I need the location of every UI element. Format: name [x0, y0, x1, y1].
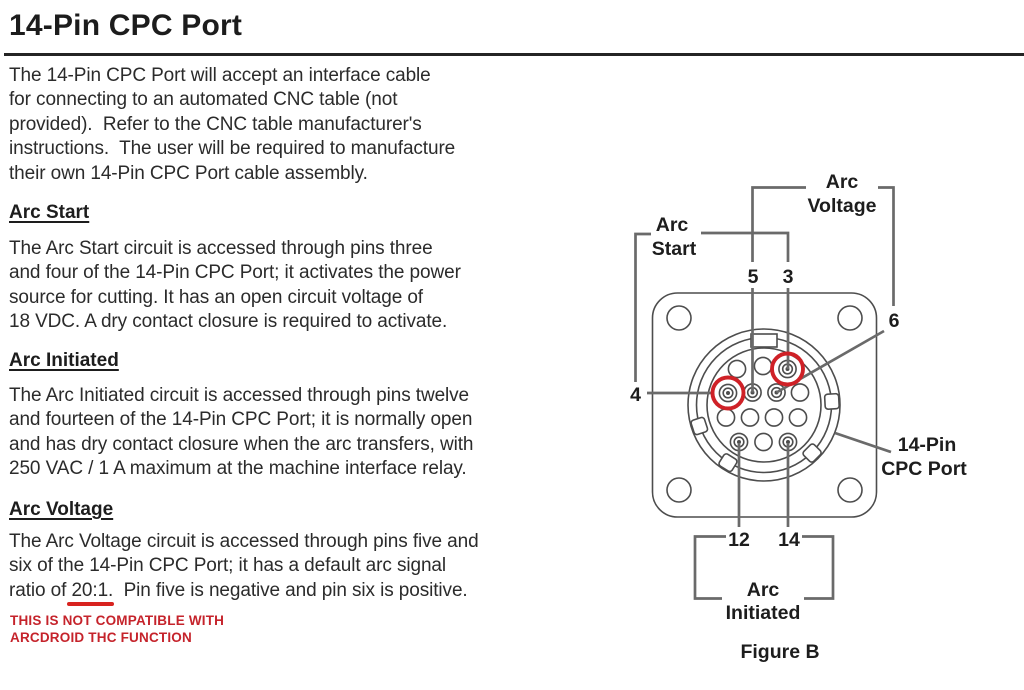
callout-bracket-arc-initiated-left — [693, 535, 726, 600]
pin-plain — [754, 432, 773, 452]
label-arc-voltage-line2: Voltage — [808, 195, 877, 217]
callout-bracket-arc-start-left — [634, 232, 651, 382]
callout-bracket-arc-initiated-right — [802, 535, 835, 600]
keyway-notch — [750, 333, 778, 348]
bayonet-tab — [802, 443, 822, 463]
pin-plain — [764, 408, 784, 427]
pin-label-5: 5 — [748, 266, 759, 288]
title-rule — [4, 53, 1024, 56]
pin-plain — [790, 383, 810, 402]
pin-label-6: 6 — [889, 310, 900, 332]
warning-text-line1: THIS IS NOT COMPATIBLE WITH — [10, 613, 225, 628]
label-arc-start-line1: Arc — [656, 214, 689, 236]
cpc-connector-figure: Arc Start Arc Voltage 5 3 6 4 12 14 Arc … — [630, 171, 967, 663]
section-heading-arc-start: Arc Start — [9, 202, 90, 223]
callout-bracket-arc-voltage-right — [878, 186, 895, 306]
label-port-line1: 14-Pin — [898, 434, 957, 456]
paragraph-arc-voltage: The Arc Voltage circuit is accessed thro… — [9, 531, 479, 601]
pin-plain — [727, 359, 747, 379]
label-port-line2: CPC Port — [881, 458, 967, 480]
ratio-red-underline — [67, 602, 114, 606]
pin-contact-14 — [778, 432, 798, 452]
page-title: 14-Pin CPC Port — [9, 9, 243, 42]
pin-label-3: 3 — [783, 266, 794, 288]
label-arc-start-line2: Start — [652, 238, 697, 260]
pin-contact-4 — [718, 383, 738, 403]
callout-bracket-arc-voltage-left — [751, 186, 806, 262]
pin-plain — [788, 408, 808, 427]
plain-pins — [716, 356, 810, 452]
pin-contact-12 — [729, 432, 749, 452]
mounting-hole-top-left — [666, 305, 692, 331]
intro-paragraph: The 14-Pin CPC Port will accept an inter… — [9, 65, 456, 184]
bayonet-tab — [718, 453, 738, 473]
label-arc-initiated-line2: Initiated — [726, 602, 801, 624]
pin-label-14: 14 — [778, 529, 800, 551]
paragraph-arc-start: The Arc Start circuit is accessed throug… — [9, 238, 461, 333]
section-heading-arc-voltage: Arc Voltage — [9, 499, 114, 520]
pin4-highlight-ring — [710, 375, 746, 411]
pin3-highlight-ring — [770, 351, 805, 387]
label-arc-voltage-line1: Arc — [826, 171, 859, 193]
mounting-hole-top-right — [837, 305, 863, 331]
pin-label-12: 12 — [728, 529, 750, 551]
pin-plain — [716, 408, 736, 427]
paragraph-arc-initiated: The Arc Initiated circuit is accessed th… — [9, 385, 474, 480]
warning-text-line2: ARCDROID THC FUNCTION — [10, 630, 192, 645]
callout-line-port — [834, 431, 892, 454]
figure-caption: Figure B — [740, 641, 819, 663]
pin-label-4: 4 — [630, 384, 641, 406]
bayonet-tab — [823, 392, 840, 410]
mounting-hole-bottom-left — [666, 477, 692, 503]
callout-bracket-arc-start-right — [701, 231, 790, 262]
label-arc-initiated-line1: Arc — [747, 579, 780, 601]
bayonet-tabs — [690, 392, 840, 473]
bayonet-tab — [690, 416, 709, 436]
mounting-hole-bottom-right — [837, 477, 863, 503]
pin-plain — [753, 356, 773, 376]
section-heading-arc-initiated: Arc Initiated — [9, 350, 119, 371]
pin-plain — [740, 408, 760, 427]
